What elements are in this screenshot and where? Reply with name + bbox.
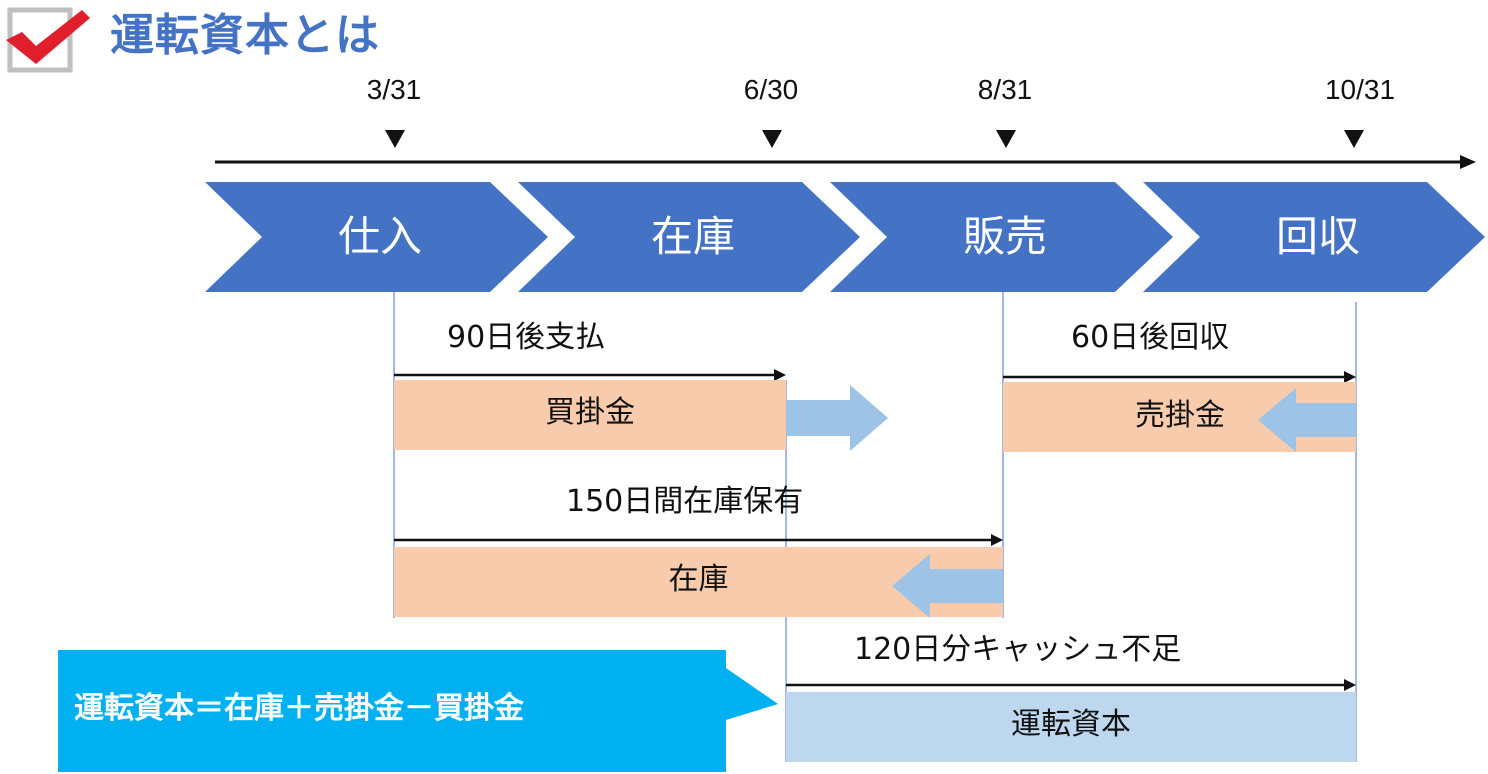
timeline-arrowhead — [1460, 155, 1476, 169]
working-capital-bar — [786, 692, 1356, 762]
payables-bar — [394, 380, 786, 450]
receivables-left-arrow — [1258, 388, 1356, 452]
date-label-1: 3/31 — [366, 74, 422, 105]
stage-chevron-2 — [518, 182, 860, 292]
stage-label-purchase: 仕入 — [337, 212, 422, 261]
payables-arrowhead — [774, 369, 786, 381]
shortage-period-label: 120日分キャッシュ不足 — [854, 632, 1182, 667]
page-title: 運転資本とは — [110, 10, 380, 61]
stage-chevron-4 — [1143, 182, 1485, 292]
stage-label-inventory: 在庫 — [650, 212, 735, 261]
stage-label-collection: 回収 — [1275, 212, 1360, 261]
payables-bar-label: 買掛金 — [545, 395, 635, 430]
date-marker-3 — [996, 130, 1016, 148]
inventory-period-label: 150日間在庫保有 — [566, 484, 804, 519]
stage-label-sales: 販売 — [962, 212, 1047, 261]
shortage-arrowhead — [1344, 679, 1356, 691]
formula-callout — [58, 650, 726, 772]
inventory-left-arrow — [892, 554, 1003, 618]
date-label-2: 6/30 — [743, 74, 799, 105]
date-marker-2 — [762, 130, 782, 148]
callout-pointer — [726, 668, 778, 720]
receivables-bar-label: 売掛金 — [1135, 398, 1225, 433]
checkmark-icon — [6, 7, 90, 73]
date-marker-1 — [385, 130, 405, 148]
stage-chevron-3 — [830, 182, 1173, 292]
date-label-4: 10/31 — [1324, 74, 1396, 105]
date-label-3: 8/31 — [977, 74, 1033, 105]
inventory-bar-label: 在庫 — [668, 562, 729, 597]
stage-chevron-1 — [205, 182, 548, 292]
formula-text: 運転資本＝在庫＋売掛金－買掛金 — [74, 691, 524, 726]
date-marker-4 — [1344, 130, 1364, 148]
receivables-period-label: 60日後回収 — [1071, 320, 1230, 355]
working-capital-bar-label: 運転資本 — [1011, 707, 1131, 742]
payables-period-label: 90日後支払 — [447, 320, 606, 355]
receivables-arrowhead — [1344, 371, 1356, 383]
inventory-arrowhead — [991, 534, 1003, 546]
payables-right-arrow — [786, 385, 888, 451]
